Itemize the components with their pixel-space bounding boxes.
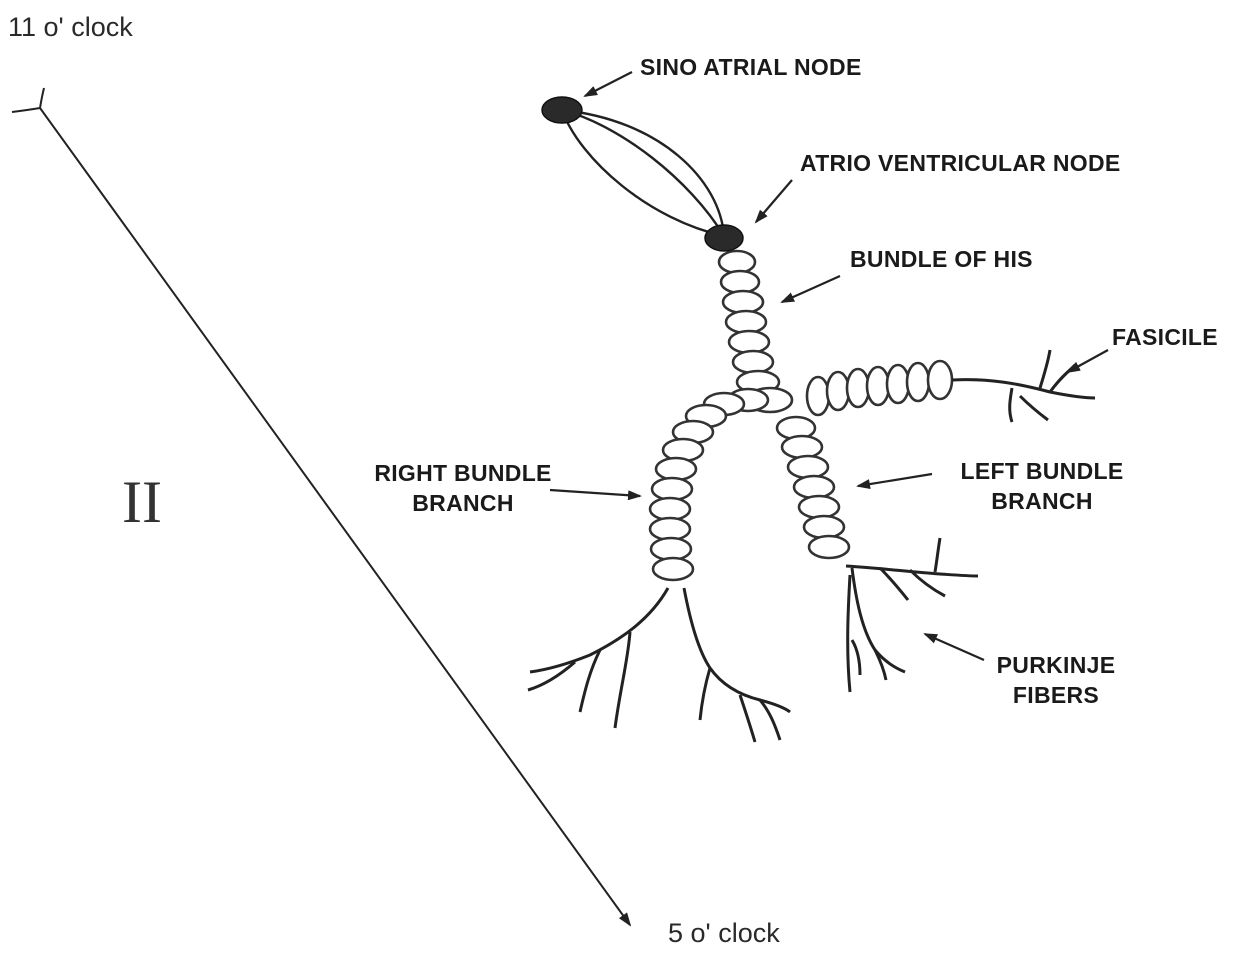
- right-bundle-label-line2: BRANCH: [356, 488, 570, 518]
- purkinje-fibers-label: PURKINJE FIBERS: [990, 650, 1122, 710]
- sa-node-label: SINO ATRIAL NODE: [640, 52, 862, 82]
- av-node-label: ATRIO VENTRICULAR NODE: [800, 148, 1121, 178]
- axis-bottom-label: 5 o' clock: [668, 918, 780, 949]
- bundle-his-label: BUNDLE OF HIS: [850, 244, 1033, 274]
- left-bundle-branch: [777, 417, 849, 558]
- left-purkinje-fibers: [846, 538, 978, 692]
- right-bundle-label-line1: RIGHT BUNDLE: [356, 458, 570, 488]
- left-bundle-label-line1: LEFT BUNDLE: [940, 456, 1144, 486]
- sa-node: [542, 97, 582, 123]
- fascicle-label: FASICILE: [1112, 322, 1218, 352]
- left-bundle-branch-label: LEFT BUNDLE BRANCH: [940, 456, 1144, 516]
- fascicle-fibers: [952, 350, 1095, 422]
- internodal-pathways: [562, 110, 724, 236]
- bundle-of-his: [719, 251, 792, 412]
- left-bundle-label-line2: BRANCH: [940, 486, 1144, 516]
- right-bundle-branch: [650, 389, 768, 580]
- lead-label: II: [122, 468, 162, 537]
- av-node: [705, 225, 743, 251]
- fascicle-coils: [807, 361, 952, 415]
- axis-top-label: 11 o' clock: [8, 12, 133, 43]
- right-purkinje-fibers: [528, 588, 790, 742]
- right-bundle-branch-label: RIGHT BUNDLE BRANCH: [356, 458, 570, 518]
- purkinje-label-line1: PURKINJE: [990, 650, 1122, 680]
- purkinje-label-line2: FIBERS: [990, 680, 1122, 710]
